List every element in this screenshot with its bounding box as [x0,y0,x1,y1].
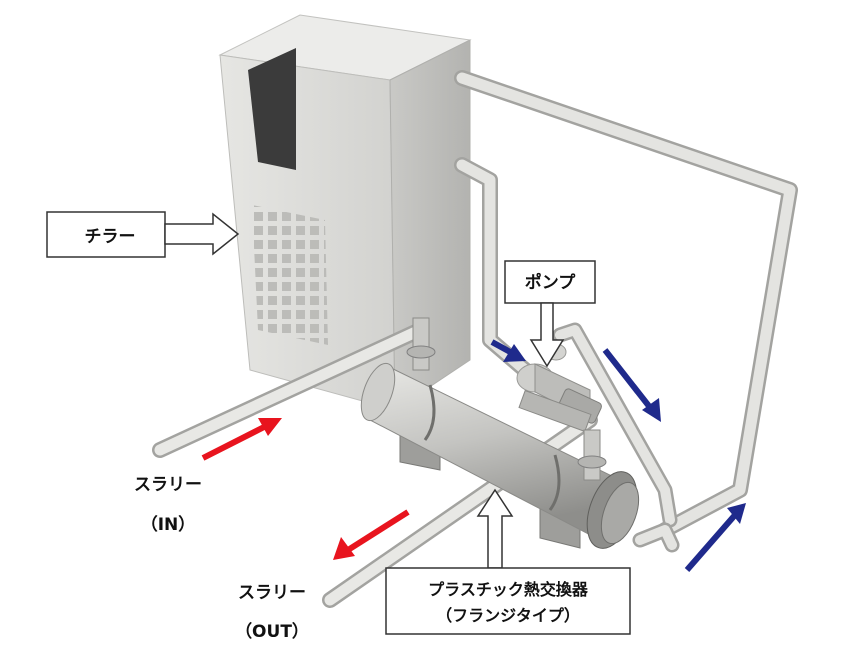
pump-callout: ポンプ [504,260,596,368]
coolant-return-arrow [684,503,746,572]
slurry-out-label-line2: （OUT） [235,621,309,642]
slurry-in-label-line1: スラリー [134,475,202,495]
heat-exchanger-label-line2: （フランジタイプ） [436,606,580,625]
slurry-in-label-line2: （IN） [141,514,196,535]
slurry-out-callout: スラリー （OUT） [235,583,309,642]
piping [152,70,798,608]
chiller-vents [252,205,328,345]
chiller-label: チラー [85,227,136,247]
slurry-in-callout: スラリー （IN） [134,475,202,535]
chiller-window [248,48,296,170]
heat-exchanger-label-line1: プラスチック熱交換器 [428,580,589,599]
chiller-unit [218,14,472,411]
coolant-to-pump-arrow [490,339,526,362]
heat-exchanger-callout: プラスチック熱交換器 （フランジタイプ） [385,488,631,635]
slurry-in-arrow [201,418,282,461]
pump [516,343,602,433]
coolant-discharge-arrow [602,348,661,422]
pump-label: ポンプ [525,272,576,293]
heat-exchanger [360,317,640,549]
slurry-out-arrow [333,509,410,560]
slurry-out-label-line1: スラリー [238,583,306,603]
chiller-callout: チラー [46,211,240,258]
flow-arrows [201,339,746,572]
